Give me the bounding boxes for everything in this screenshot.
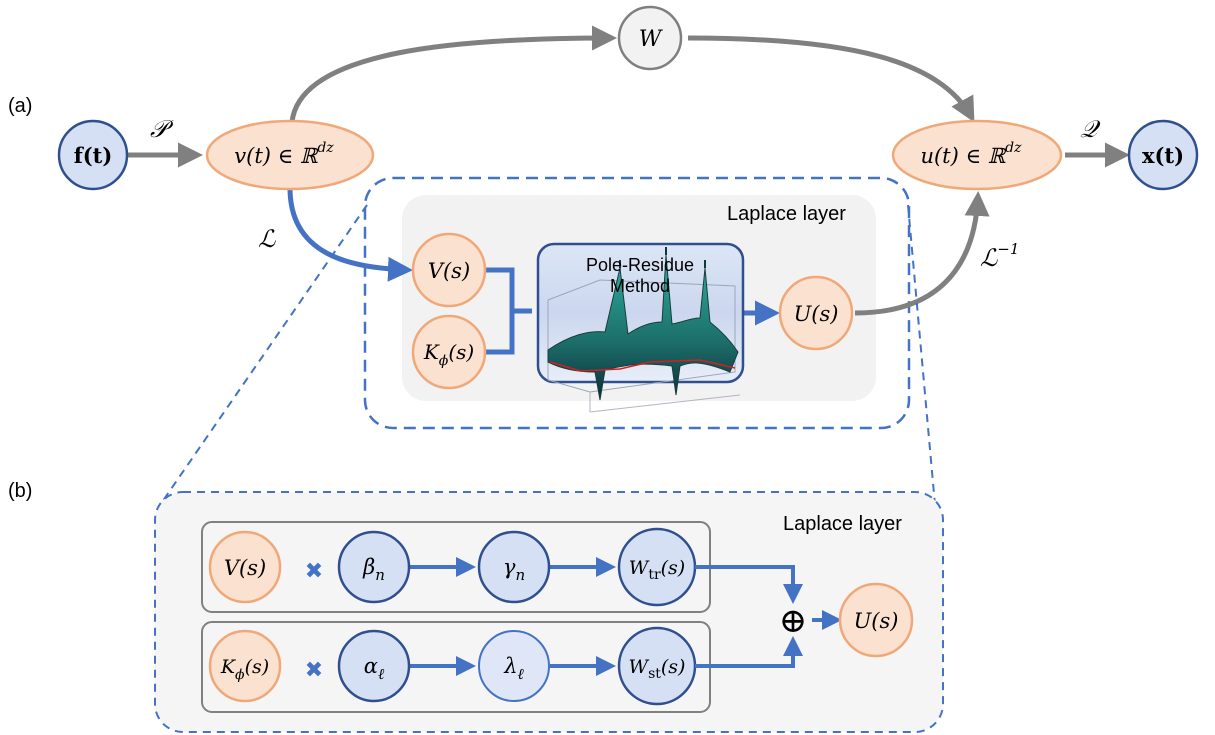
times-icon-row1: ✖ <box>305 558 323 583</box>
node-V-b <box>208 530 282 604</box>
node-K-b-label: Kϕ(s) <box>220 656 269 683</box>
node-V-a <box>411 232 487 308</box>
node-w-label: W <box>639 27 664 52</box>
node-alpha <box>337 629 411 703</box>
edge-label-P: 𝒫 <box>150 115 174 143</box>
times-icon-row2: ✖ <box>305 657 323 682</box>
connector-V-K-to-method <box>486 267 532 355</box>
node-beta <box>337 530 411 604</box>
plot-frame-base <box>589 394 741 413</box>
pole-residue-method-box <box>536 242 745 413</box>
pole-surface-redline <box>549 359 736 372</box>
edge-label-L: ℒ <box>258 225 276 253</box>
arrow-v-to-V-laplace <box>287 187 413 282</box>
panel-a-label: (a) <box>8 95 32 117</box>
node-K-a-label: Kϕ(s) <box>423 340 474 369</box>
panel-b-label: (b) <box>8 480 32 502</box>
node-K-a <box>411 314 487 390</box>
node-u <box>891 119 1063 191</box>
arrow-Wst-to-sum <box>695 636 803 668</box>
node-gamma-label: γn <box>503 555 525 584</box>
node-V-b-label: V(s) <box>224 556 266 580</box>
node-gamma <box>477 530 551 604</box>
laplace-layer-title-b: Laplace layer <box>783 513 902 535</box>
node-x-label: x(t) <box>1142 143 1184 168</box>
sum-icon: ⊕ <box>779 601 808 641</box>
node-Wst-label: Wst(s) <box>629 656 686 682</box>
node-v <box>205 119 375 191</box>
node-V-a-label: V(s) <box>428 259 470 283</box>
edge-label-Q: 𝒬 <box>1080 115 1101 143</box>
node-Wtr-label: Wtr(s) <box>629 557 685 583</box>
arrow-v-to-w <box>289 25 617 123</box>
laplace-layer-title-a: Laplace layer <box>727 203 846 225</box>
node-lambda <box>478 630 550 702</box>
plot-frame-lines <box>547 279 736 393</box>
edge-label-L-inverse: ℒ−1 <box>980 240 1019 272</box>
arrow-U-to-u-inverse <box>854 191 990 316</box>
node-U-a <box>778 275 854 351</box>
node-U-b-label: U(s) <box>854 609 899 633</box>
method-title-line1: Pole-Residue <box>586 255 694 275</box>
node-f-label: f(t) <box>74 143 113 168</box>
node-K-b <box>208 629 282 703</box>
node-alpha-label: αℓ <box>364 654 384 683</box>
node-lambda-label: λℓ <box>503 654 524 683</box>
node-U-a-label: U(s) <box>794 302 839 326</box>
arrow-Wtr-to-sum <box>695 565 803 604</box>
node-w <box>617 5 683 71</box>
zoom-guide-right <box>907 204 936 506</box>
node-f <box>57 119 129 191</box>
node-beta-label: βn <box>362 555 385 584</box>
node-v-label: v(t) ∈ ℝdz <box>234 140 334 168</box>
arrow-w-to-u <box>687 35 975 123</box>
method-title-line2: Method <box>610 276 670 296</box>
zoom-guide-left <box>159 204 368 506</box>
node-x <box>1127 119 1199 191</box>
node-u-label: u(t) ∈ ℝdz <box>920 140 1022 168</box>
node-U-b <box>838 582 914 658</box>
